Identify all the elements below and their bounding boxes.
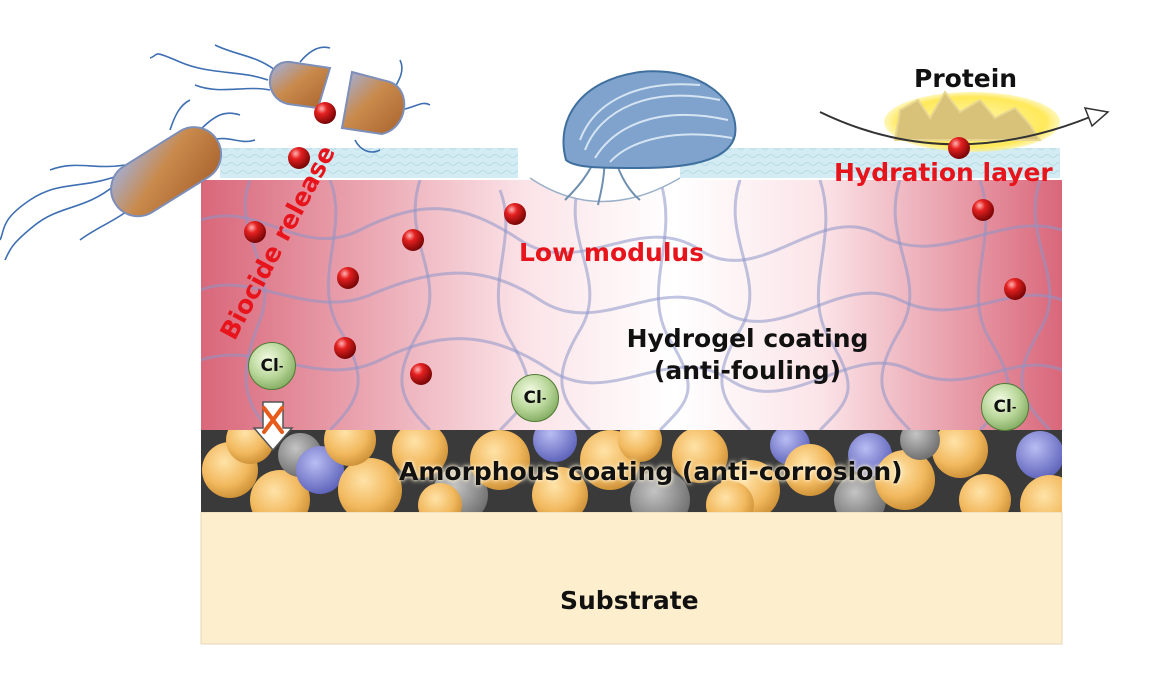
amorphous-sphere (250, 470, 310, 512)
amorphous-sphere (932, 430, 988, 478)
chloride-ion-icon: Cl- (511, 374, 559, 422)
mussel-icon (529, 70, 737, 206)
protein-icon (819, 90, 1110, 152)
chloride-ion-symbol: Cl (993, 397, 1012, 417)
biocide-particle-icon (334, 337, 356, 359)
low-modulus-label: Low modulus (519, 238, 705, 267)
amorphous-sphere (784, 444, 836, 496)
biocide-particles (244, 102, 1026, 385)
hydrogel-coating-title: Hydrogel coating (626, 324, 869, 353)
chloride-ion-charge: - (1011, 400, 1017, 414)
chloride-ion-symbol: Cl (523, 388, 542, 408)
hydration-layer-right (680, 148, 1060, 178)
amorphous-sphere (875, 450, 935, 510)
amorphous-sphere (418, 483, 462, 512)
chloride-ion-charge: - (278, 359, 284, 373)
amorphous-sphere (392, 430, 448, 478)
substrate-label: Substrate (560, 586, 699, 615)
chloride-ion-charge: - (541, 391, 547, 405)
biocide-particle-icon (1004, 278, 1026, 300)
protein-label: Protein (914, 64, 1018, 93)
biocide-particle-icon (314, 102, 336, 124)
biocide-particle-icon (244, 221, 266, 243)
bacterium-icon (268, 60, 406, 136)
hydrogel-coating-label: Hydrogel coating (anti-fouling) (610, 323, 885, 387)
amorphous-sphere (672, 430, 728, 483)
amorphous-sphere (706, 481, 754, 512)
amorphous-sphere (338, 458, 402, 512)
blocked-arrow-icon (252, 401, 294, 452)
biocide-particle-icon (972, 199, 994, 221)
hydrogel-coating-subtitle: (anti-fouling) (653, 356, 842, 385)
amorphous-sphere (900, 430, 940, 460)
amorphous-sphere (834, 474, 886, 512)
chloride-ion-icon: Cl- (248, 342, 296, 390)
amorphous-sphere (1020, 475, 1062, 512)
chloride-ion-icon: Cl- (981, 383, 1029, 431)
substrate-layer (200, 511, 1063, 645)
amorphous-sphere (470, 430, 530, 490)
amorphous-sphere (226, 430, 274, 464)
amorphous-sphere (532, 467, 588, 512)
biocide-particle-icon (948, 137, 970, 159)
biocide-particle-icon (337, 267, 359, 289)
amorphous-coating-layer (201, 430, 1062, 512)
amorphous-sphere (324, 430, 376, 466)
amorphous-sphere (1016, 431, 1062, 479)
biocide-particle-icon (288, 147, 310, 169)
biocide-particle-icon (504, 203, 526, 225)
chloride-ion-symbol: Cl (260, 356, 279, 376)
amorphous-coating-label: Amorphous coating (anti-corrosion) (399, 457, 903, 486)
amorphous-sphere (959, 474, 1011, 512)
bacterium-icon (110, 126, 223, 218)
hydration-layer-label: Hydration layer (834, 158, 1053, 187)
amorphous-sphere (630, 470, 690, 512)
amorphous-sphere (618, 430, 662, 462)
hydration-layer-left (220, 148, 518, 178)
biocide-particle-icon (410, 363, 432, 385)
biocide-particle-icon (402, 229, 424, 251)
amorphous-sphere (533, 430, 577, 462)
